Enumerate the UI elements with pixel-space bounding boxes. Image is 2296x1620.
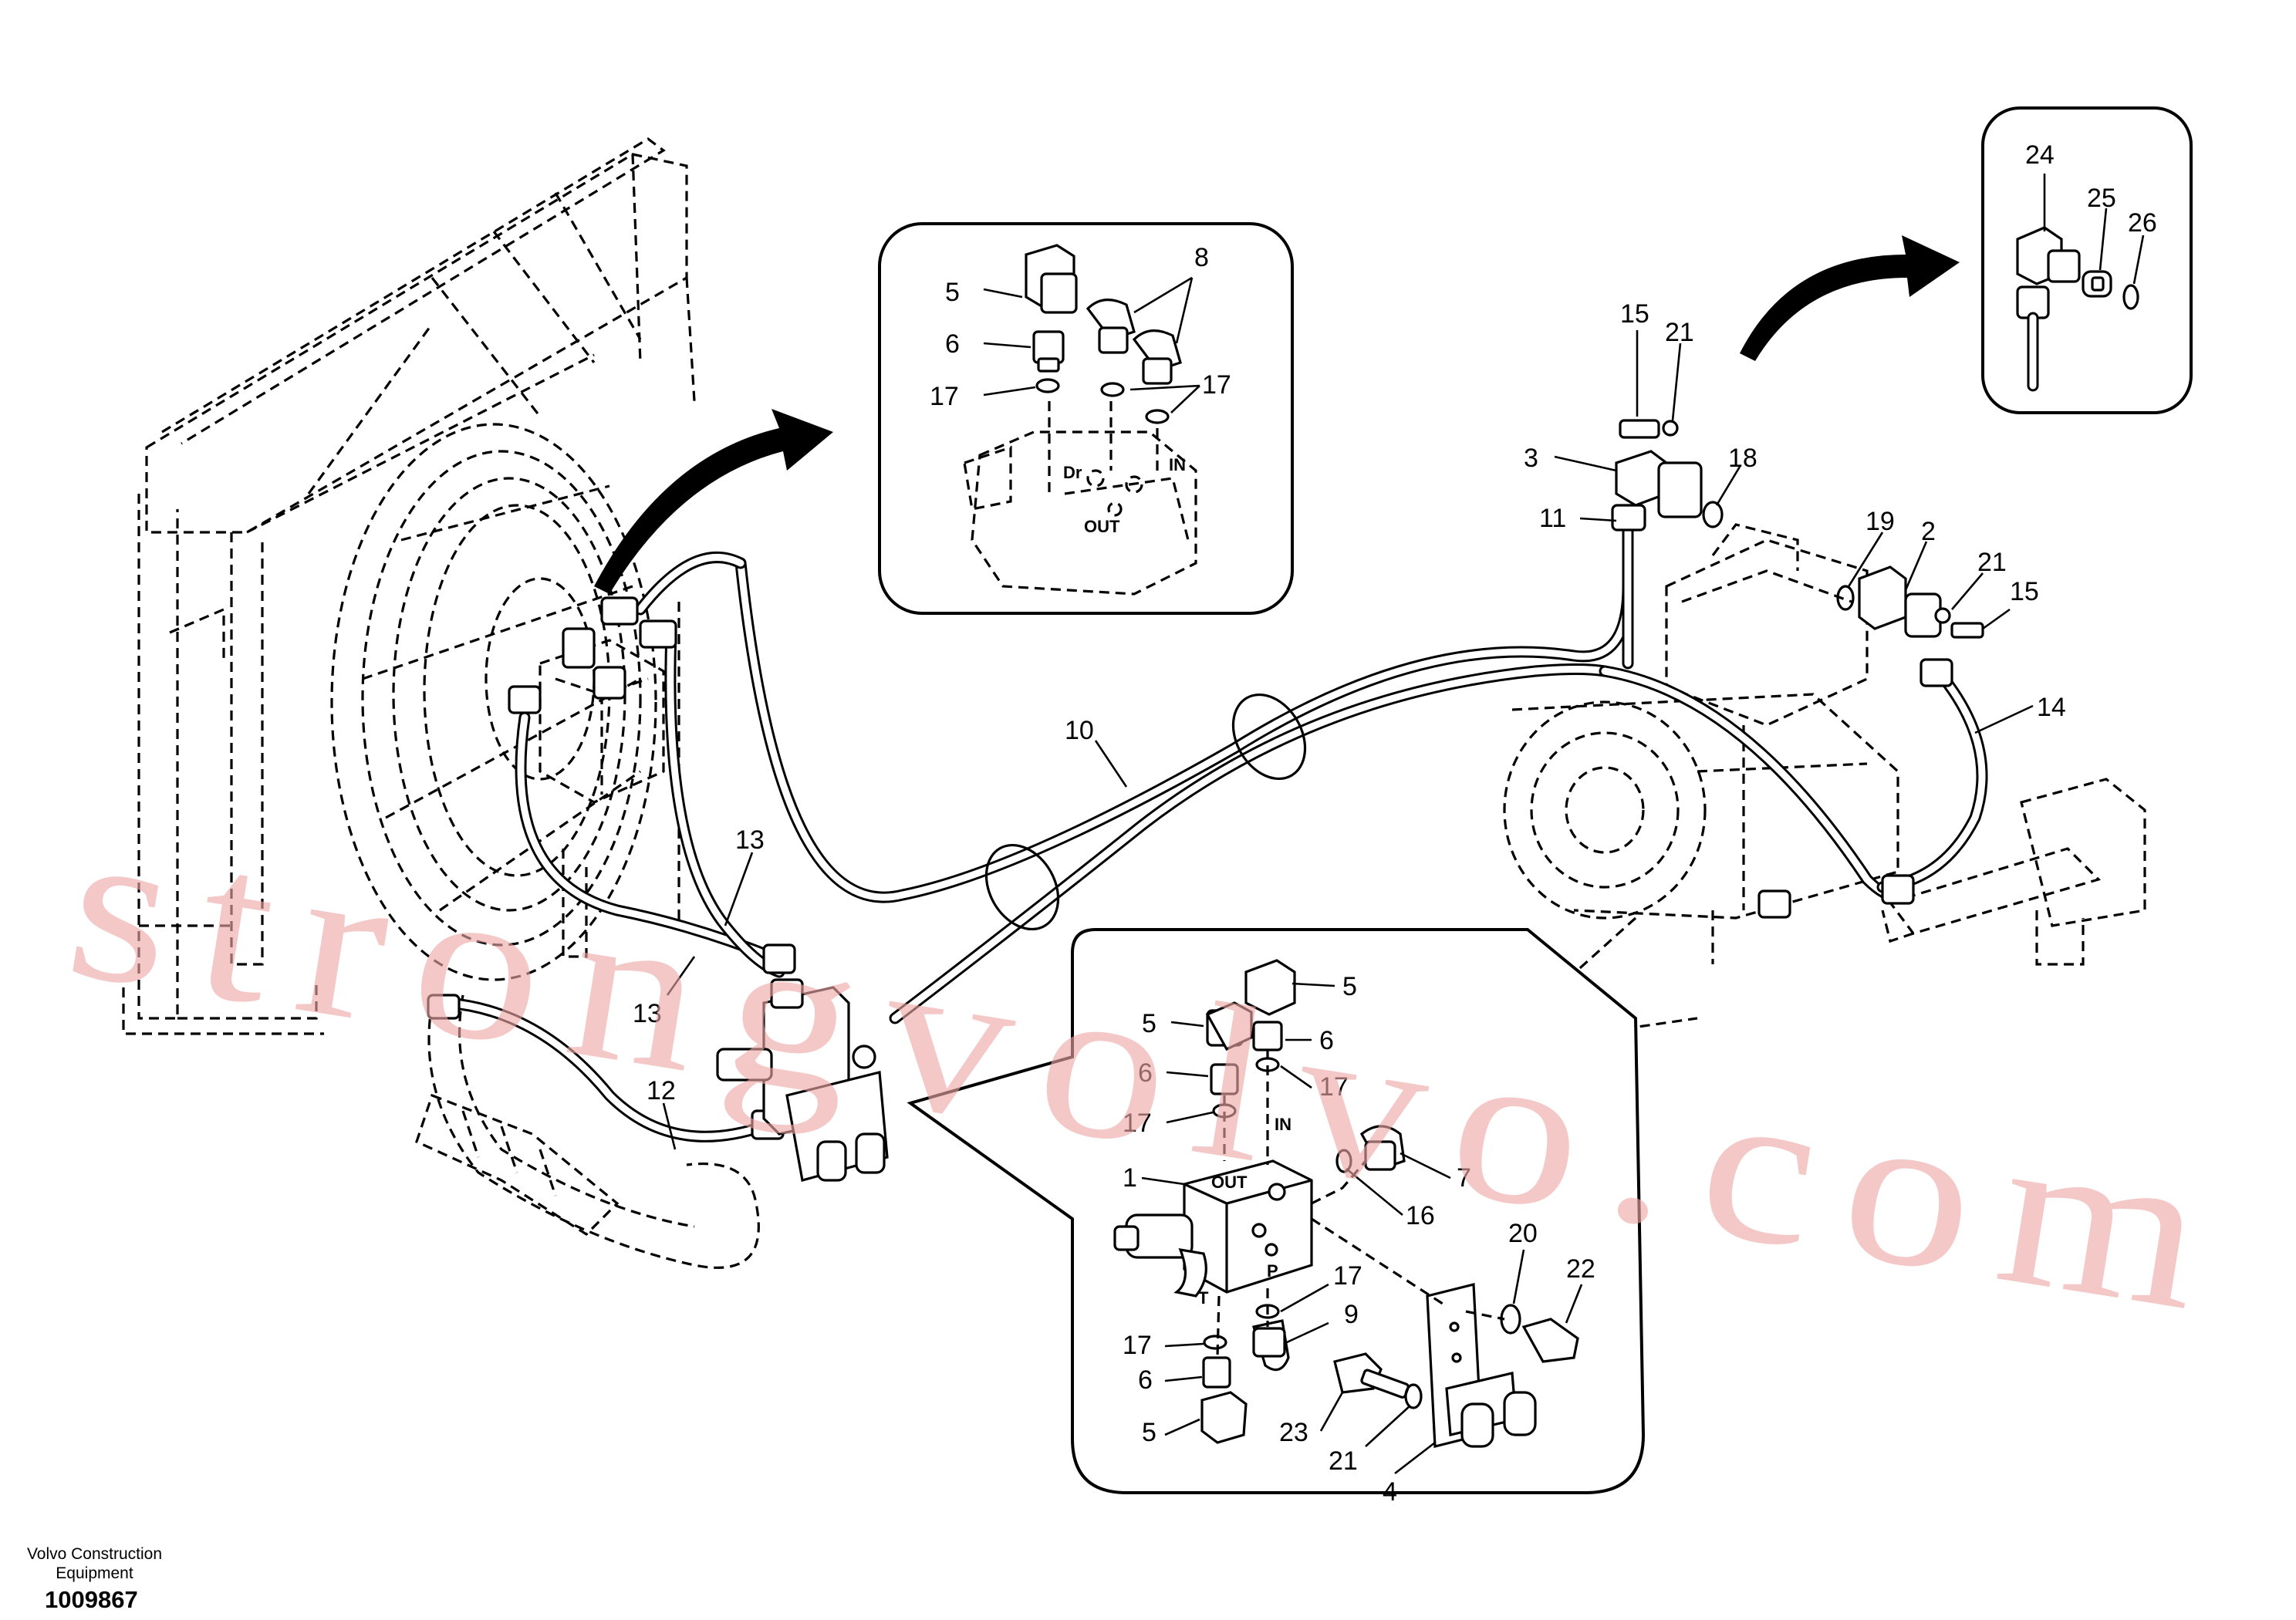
callout-4: 4: [1383, 1477, 1397, 1507]
callout-23: 23: [1279, 1418, 1308, 1447]
callout-6: 6: [1138, 1058, 1153, 1088]
company-line-2: Equipment: [56, 1564, 133, 1582]
callout-3: 3: [1524, 444, 1538, 473]
detail-arrow-left: [594, 409, 833, 594]
callout-18: 18: [1728, 444, 1757, 473]
callout-6: 6: [1138, 1365, 1153, 1395]
leader-lines: [662, 174, 2145, 1475]
callout-5: 5: [945, 278, 960, 307]
callout-15: 15: [1620, 299, 1649, 329]
callout-8: 8: [1194, 243, 1209, 272]
callout-13: 13: [633, 999, 662, 1028]
callout-5: 5: [1142, 1418, 1156, 1447]
callout-13: 13: [735, 825, 765, 855]
callout-17: 17: [1333, 1261, 1362, 1291]
callout-14: 14: [2037, 693, 2066, 722]
callout-5: 5: [1142, 1009, 1156, 1038]
callout-6: 6: [945, 329, 960, 359]
fan-motor: [539, 639, 665, 804]
detail-panel-valve: [907, 928, 1646, 1494]
callout-5: 5: [1342, 972, 1357, 1001]
pump-assembly: [1503, 523, 2146, 1035]
hose-12: [441, 997, 770, 1142]
company-name: Volvo Construction Equipment: [15, 1544, 174, 1583]
callout-17: 17: [1123, 1109, 1152, 1138]
port-label-p: P: [1267, 1261, 1278, 1281]
callout-19: 19: [1866, 507, 1895, 536]
callout-numbers: 5 6 17 8 17 24 25 26 15 21 3 18 11 19 2 …: [633, 140, 2157, 1507]
callout-2: 2: [1921, 517, 1936, 546]
callout-17: 17: [1123, 1331, 1152, 1360]
callout-11: 11: [1539, 504, 1566, 533]
company-line-1: Volvo Construction: [26, 1545, 163, 1563]
callout-26: 26: [2128, 208, 2157, 238]
callout-16: 16: [1406, 1201, 1435, 1230]
callout-21: 21: [1665, 318, 1694, 347]
callout-20: 20: [1508, 1219, 1538, 1248]
callout-10: 10: [1065, 716, 1094, 745]
valve-block-main: [716, 978, 889, 1183]
callout-17: 17: [930, 382, 959, 411]
hose-13: [515, 626, 785, 978]
hose-14: [1876, 673, 1988, 893]
drawing-number: 1009867: [45, 1586, 138, 1613]
callout-6: 6: [1319, 1026, 1334, 1055]
detail-panel-pump-ports: [878, 222, 1294, 615]
port-label-out-pump: OUT: [1084, 517, 1120, 536]
port-label-out-valve: OUT: [1211, 1173, 1248, 1192]
callout-21: 21: [1329, 1446, 1358, 1476]
return-line: [427, 1002, 760, 1269]
pump-fittings: [1615, 419, 1984, 639]
callout-9: 9: [1344, 1300, 1359, 1329]
port-labels: Dr IN OUT IN OUT T P: [1063, 455, 1292, 1308]
callout-25: 25: [2087, 184, 2116, 213]
filter-element: [415, 1093, 620, 1237]
hose-clamps: [984, 693, 1307, 931]
port-label-dr: Dr: [1063, 463, 1082, 482]
detail-arrow-right: [1740, 235, 1960, 361]
callout-17: 17: [1319, 1072, 1349, 1102]
callout-21: 21: [1977, 548, 2007, 577]
port-label-t: T: [1198, 1288, 1209, 1308]
callout-7: 7: [1457, 1163, 1471, 1193]
callout-22: 22: [1566, 1254, 1595, 1284]
port-label-in-valve: IN: [1275, 1115, 1292, 1134]
callout-15: 15: [2010, 577, 2039, 606]
callout-12: 12: [647, 1076, 676, 1105]
port-label-in-pump: IN: [1169, 455, 1186, 474]
callout-24: 24: [2025, 140, 2055, 170]
callout-1: 1: [1123, 1163, 1137, 1193]
callout-17: 17: [1202, 370, 1231, 400]
detail-panel-elbow: [1981, 106, 2193, 414]
